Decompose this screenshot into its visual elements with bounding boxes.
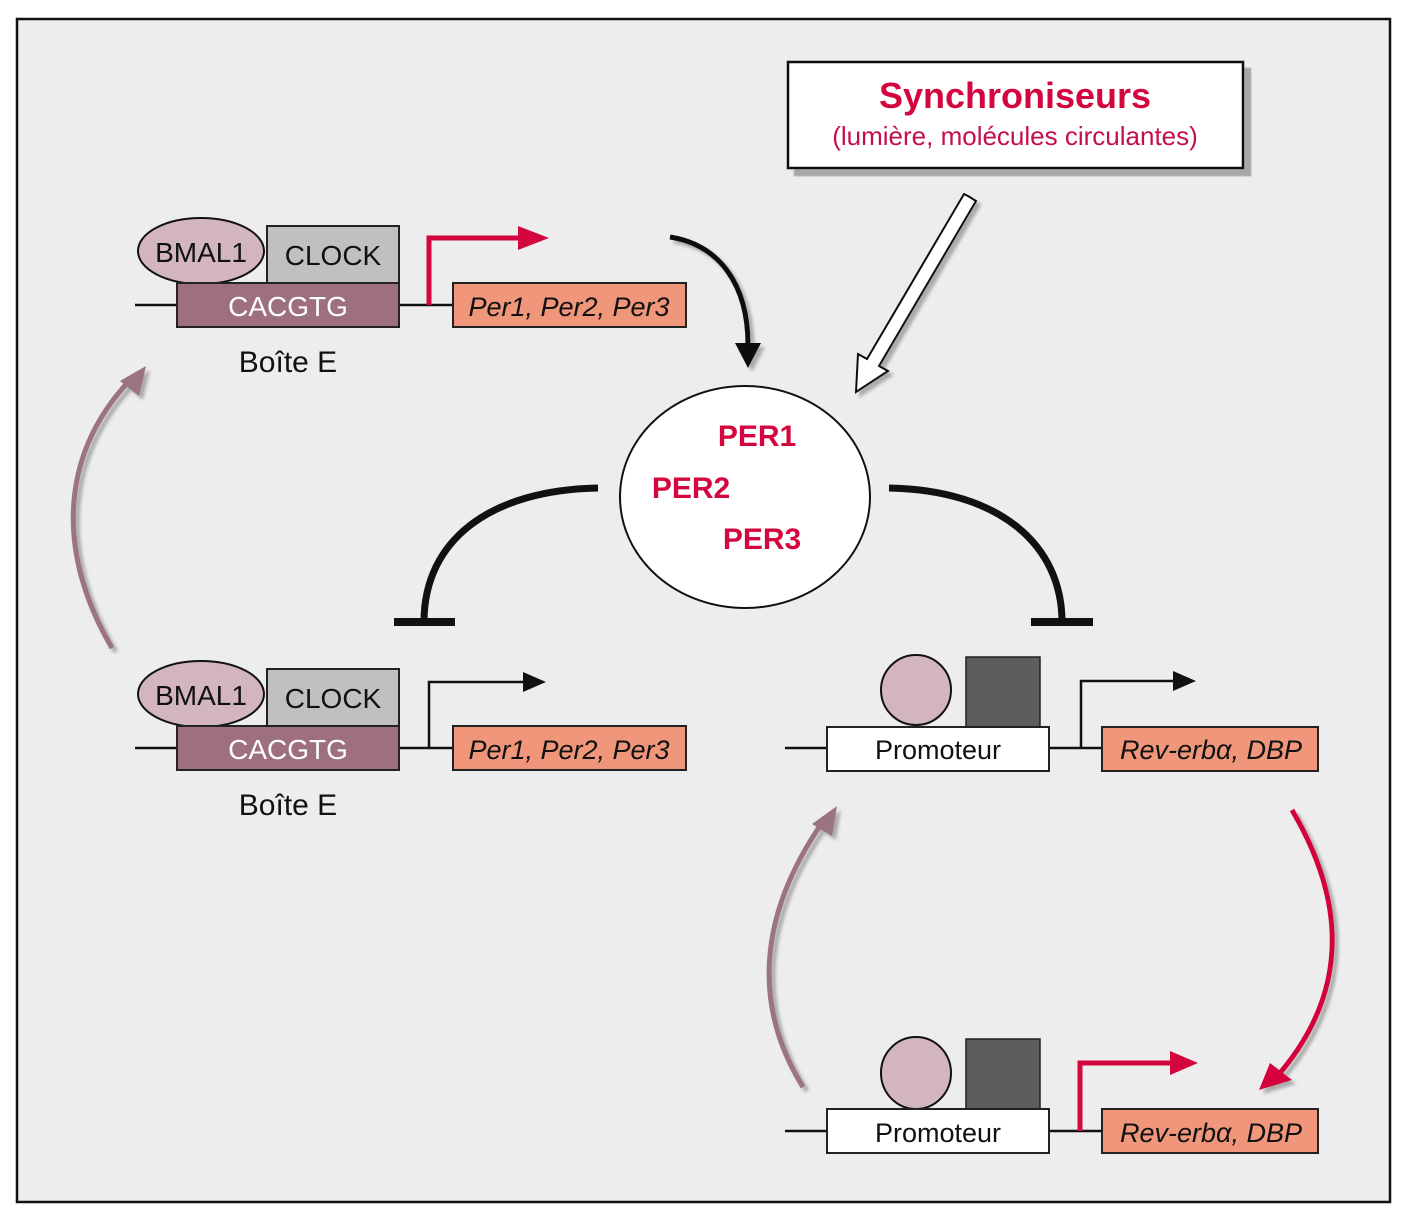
promoter-inhibited-construct: Promoteur Rev-erbα, DBP (785, 654, 1319, 772)
clock-label: CLOCK (285, 683, 382, 714)
diagram-frame (15, 17, 1392, 1204)
per-protein-complex: PER1 PER2 PER3 (619, 385, 871, 609)
inhibition-left-icon (394, 484, 599, 626)
ebox-label: Boîte E (239, 346, 337, 379)
factor-square (965, 656, 1041, 728)
transcription-arrow-active-icon (1077, 1051, 1198, 1131)
rev-erb-gene-label: Rev-erbα, DBP (1120, 1118, 1302, 1148)
factor-circle (880, 654, 952, 726)
synchroniseurs-subtitle: (lumière, molécules circulantes) (832, 121, 1198, 151)
bmal1-label: BMAL1 (155, 237, 247, 268)
inhibition-right-icon (888, 484, 1093, 626)
per-gene-box (452, 282, 687, 328)
rev-erb-gene-box (1101, 1108, 1319, 1154)
clock-label: CLOCK (285, 240, 382, 271)
synchroniseurs-title: Synchroniseurs (879, 75, 1151, 116)
factor-circle (880, 1036, 952, 1110)
per-gene-label: Per1, Per2, Per3 (468, 292, 669, 322)
per1-label: PER1 (718, 420, 796, 453)
transcription-arrow-active-icon (426, 226, 549, 305)
clock-box (266, 225, 400, 284)
cacgtg-box (176, 725, 400, 771)
synchroniseurs-box: Synchroniseurs (lumière, molécules circu… (786, 60, 1245, 170)
promoter-box (826, 1108, 1050, 1154)
promoter-label: Promoteur (875, 1118, 1001, 1148)
bottom-ebox-construct: CLOCK BMAL1 CACGTG Boîte E Per1, Per2, P… (135, 660, 687, 822)
per2-label: PER2 (652, 472, 730, 505)
clock-box (266, 668, 400, 727)
expression-arrow-icon (669, 234, 761, 368)
synchroniseurs-arrow-icon (854, 192, 978, 394)
per-gene-box (452, 725, 687, 771)
top-ebox-construct: CLOCK BMAL1 CACGTG Boîte E Per1, Per2, P… (135, 217, 687, 379)
bmal1-label: BMAL1 (155, 680, 247, 711)
promoter-box (826, 726, 1050, 772)
cacgtg-box (176, 282, 400, 328)
promoter-active-construct: Promoteur Rev-erbα, DBP (785, 1036, 1319, 1154)
rev-erb-gene-label: Rev-erbα, DBP (1120, 735, 1302, 765)
per-gene-label: Per1, Per2, Per3 (468, 735, 669, 765)
feedback-arrow-mauve-icon (766, 806, 837, 1089)
transcription-arrow-inhibited-icon (427, 672, 546, 748)
ebox-label: Boîte E (239, 789, 337, 822)
feedback-arrow-left-icon (70, 366, 146, 650)
promoter-label: Promoteur (875, 735, 1001, 765)
cacgtg-label: CACGTG (228, 734, 348, 765)
activation-arrow-red-icon (1259, 808, 1335, 1090)
per3-label: PER3 (723, 523, 801, 556)
transcription-arrow-inhibited-icon (1079, 671, 1196, 748)
cacgtg-label: CACGTG (228, 291, 348, 322)
factor-square (965, 1038, 1041, 1110)
rev-erb-gene-box (1101, 726, 1319, 772)
